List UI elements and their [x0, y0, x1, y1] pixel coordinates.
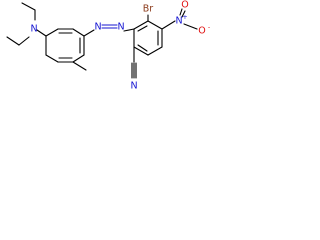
bond — [133, 46, 149, 56]
aromatic-inner-bond — [137, 25, 148, 32]
azo-linkage: N N — [83, 22, 135, 37]
nitro-negative-charge: - — [208, 23, 211, 31]
nitrile-group: N — [130, 46, 138, 92]
bond — [147, 46, 163, 56]
bond — [72, 54, 85, 63]
bond — [45, 54, 59, 63]
bromine-atom: Br — [143, 4, 154, 15]
bond — [133, 20, 149, 30]
nitro-oxygen-single: O — [198, 26, 205, 37]
bond — [161, 20, 176, 30]
bond — [72, 28, 85, 37]
bond — [183, 23, 198, 30]
right-benzene-ring — [133, 20, 163, 56]
azo-nitrogen-1: N — [94, 22, 101, 33]
nitrile-nitrogen: N — [130, 81, 137, 92]
bond — [18, 36, 30, 46]
bond — [72, 61, 87, 71]
bond — [36, 29, 47, 37]
left-benzene-ring — [45, 28, 85, 63]
bond — [45, 28, 59, 37]
nitro-positive-charge: + — [182, 13, 187, 21]
nitro-group: N + O O - — [161, 0, 211, 37]
nitro-oxygen-double: O — [181, 0, 188, 11]
methyl-group — [72, 61, 87, 71]
bond — [147, 20, 163, 30]
aromatic-inner-bond — [137, 44, 148, 52]
nitro-nitrogen: N — [175, 16, 182, 27]
bond — [83, 29, 95, 37]
bond — [179, 8, 183, 16]
bond — [181, 10, 186, 18]
bond — [6, 36, 20, 46]
molecule-structure: N N N Br N + O O - N — [6, 0, 211, 92]
bond — [123, 28, 135, 32]
bromine-substituent: Br — [143, 4, 154, 22]
bond — [21, 2, 36, 11]
diethylamino-group: N — [6, 2, 47, 46]
azo-nitrogen-2: N — [117, 22, 124, 33]
diethylamine-nitrogen: N — [30, 24, 37, 35]
